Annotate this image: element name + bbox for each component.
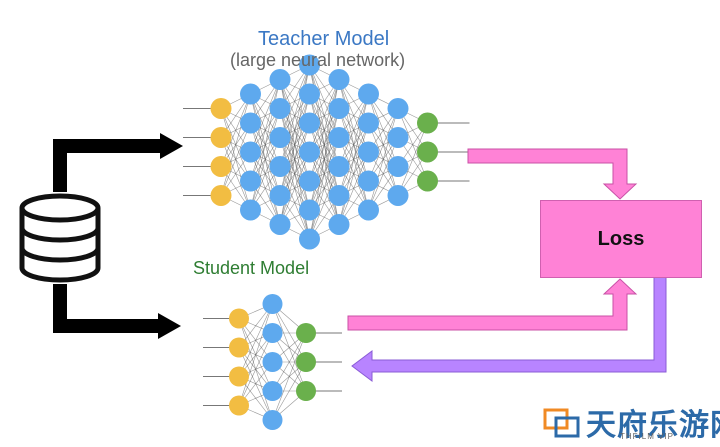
student-output-node [296, 352, 316, 372]
student-input-node [229, 308, 249, 329]
loss-feedback-arrow [351, 275, 667, 382]
teacher-hidden-node [299, 199, 320, 221]
teacher-hidden-node [358, 141, 379, 163]
teacher-hidden-node [269, 156, 291, 177]
teacher-hidden-node [240, 83, 261, 105]
teacher-hidden-node [387, 156, 409, 177]
watermark-text: 天府乐游网 [586, 409, 720, 442]
teacher-hidden-node [299, 54, 320, 76]
teacher-hidden-node [358, 170, 379, 192]
database-icon [19, 193, 101, 283]
student-input-node [229, 395, 249, 416]
teacher-hidden-node [269, 127, 291, 148]
teacher-hidden-node [299, 83, 320, 105]
teacher-hidden-node [269, 69, 291, 90]
watermark-subtext: THFILM VIP [620, 432, 675, 441]
student-hidden-node [262, 352, 283, 372]
loss-label: Loss [597, 227, 645, 250]
teacher-network [210, 54, 438, 250]
teacher-input-node [210, 98, 232, 119]
teacher-hidden-node [358, 83, 379, 105]
teacher-hidden-node [328, 98, 350, 119]
teacher-hidden-node [358, 199, 379, 221]
teacher-hidden-node [328, 185, 350, 206]
teacher-hidden-node [387, 98, 409, 119]
loss-box: Loss [540, 200, 702, 278]
teacher-input-node [210, 156, 232, 177]
teacher-hidden-node [387, 127, 409, 148]
student-hidden-node [262, 410, 283, 430]
student-output-node [296, 323, 316, 343]
teacher-hidden-node [240, 141, 261, 163]
student-output-node [296, 381, 316, 401]
teacher-hidden-node [328, 156, 350, 177]
student-network [229, 294, 316, 430]
student-to-loss-arrow [347, 278, 638, 331]
teacher-hidden-node [240, 199, 261, 221]
student-input-node [229, 337, 249, 358]
teacher-input-node [210, 127, 232, 148]
teacher-hidden-node [299, 228, 320, 250]
teacher-hidden-node [299, 141, 320, 163]
teacher-hidden-node [240, 112, 261, 134]
teacher-output-node [417, 112, 438, 134]
teacher-to-loss-arrow [467, 148, 638, 200]
teacher-hidden-node [328, 127, 350, 148]
data-arrow-student [53, 284, 181, 339]
teacher-hidden-node [387, 185, 409, 206]
teacher-hidden-node [240, 170, 261, 192]
teacher-hidden-node [269, 214, 291, 235]
student-input-node [229, 366, 249, 387]
teacher-hidden-node [299, 112, 320, 134]
student-hidden-node [262, 381, 283, 401]
teacher-hidden-node [358, 112, 379, 134]
teacher-input-node [210, 185, 232, 206]
teacher-model-title: Teacher Model [258, 28, 390, 50]
data-arrow-teacher [53, 133, 183, 192]
teacher-hidden-node [299, 170, 320, 192]
teacher-output-node [417, 170, 438, 192]
student-hidden-node [262, 294, 283, 314]
teacher-output-node [417, 141, 438, 163]
teacher-hidden-node [328, 69, 350, 90]
student-model-title: Student Model [193, 258, 310, 278]
teacher-hidden-node [269, 185, 291, 206]
logo-icon [543, 408, 580, 438]
teacher-model-subtitle: (large neural network) [230, 50, 406, 70]
teacher-hidden-node [328, 214, 350, 235]
student-hidden-node [262, 323, 283, 343]
teacher-hidden-node [269, 98, 291, 119]
